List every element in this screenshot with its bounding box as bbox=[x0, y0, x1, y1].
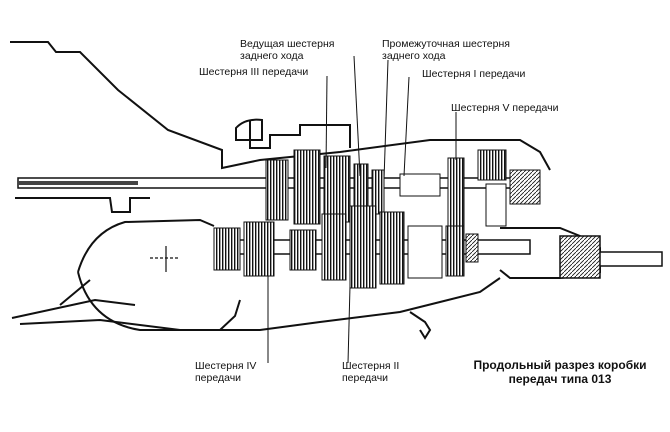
label-gear-5: Шестерня V передачи bbox=[451, 102, 559, 114]
label-reverse-drive-gear: Ведущая шестерня заднего хода bbox=[240, 38, 335, 62]
label-gear-3: Шестерня III передачи bbox=[199, 66, 309, 78]
label-gear-2: Шестерня II передачи bbox=[342, 360, 400, 384]
label-gear-4: Шестерня IV передачи bbox=[195, 360, 257, 384]
center-crosshair bbox=[150, 246, 180, 272]
leader-lines bbox=[267, 55, 457, 364]
label-reverse-idler-gear: Промежуточная шестерня заднего хода bbox=[382, 38, 510, 62]
diagram-caption: Продольный разрез коробки передач типа 0… bbox=[473, 358, 647, 386]
label-gear-1: Шестерня I передачи bbox=[422, 68, 526, 80]
lower-gear-set bbox=[213, 205, 479, 289]
housing bbox=[10, 41, 601, 340]
